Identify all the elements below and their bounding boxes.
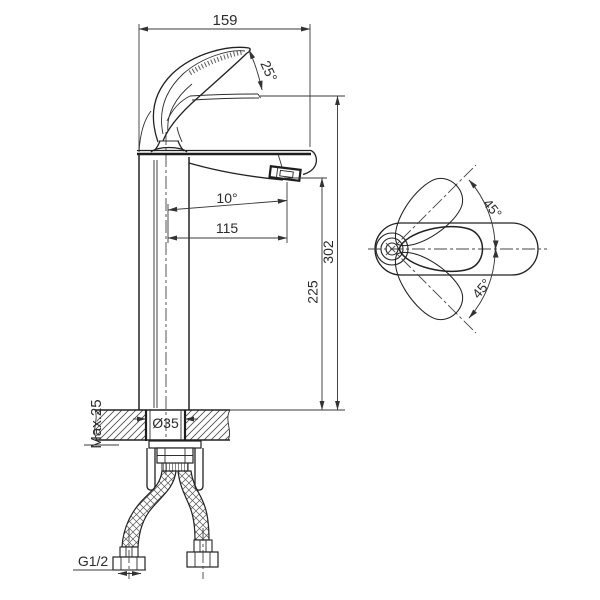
dim-handle-angle: 25° xyxy=(248,49,281,91)
dim-swing-down-label: 45° xyxy=(469,276,494,301)
countertop xyxy=(94,409,231,441)
dim-overall-height: 302 xyxy=(320,95,340,411)
handle-rotation-arc xyxy=(468,179,499,319)
faucet-body-cap xyxy=(137,110,318,176)
dim-thread-size: G1/2 xyxy=(73,553,146,576)
spout-underside xyxy=(188,162,284,181)
hose-connector xyxy=(161,462,189,472)
front-view: 159 25° 10° 115 302 225 xyxy=(73,12,345,579)
handle-axis-up xyxy=(385,164,477,256)
aerator xyxy=(268,164,302,183)
countertop-hatch-left xyxy=(95,410,146,440)
handle-grip-texture xyxy=(188,49,244,76)
dim-spout-tilt: 10° xyxy=(167,190,288,212)
dim-hole-diameter-label: Ø35 xyxy=(152,415,179,431)
aerator-leader xyxy=(277,153,283,168)
faucet-column xyxy=(138,155,284,410)
handle-top-view-down xyxy=(394,251,463,320)
mounting-flange xyxy=(148,440,202,449)
countertop-hatch-right xyxy=(185,410,230,440)
handle-lever xyxy=(152,46,261,143)
dim-counter-thickness: Max.25 xyxy=(84,399,119,449)
mounting-stud-left xyxy=(146,448,156,491)
supply-hose-left xyxy=(112,470,177,579)
mounting-hardware xyxy=(146,440,204,491)
dim-spout-height: 225 xyxy=(284,177,327,411)
handle-axis-down xyxy=(385,242,477,334)
dim-spout-height-label: 225 xyxy=(305,280,321,304)
dim-spout-tilt-label: 10° xyxy=(216,190,237,206)
supply-hose-right xyxy=(177,470,219,579)
dim-spout-reach: 115 xyxy=(167,182,288,243)
dim-swing-up-label: 45° xyxy=(480,196,505,221)
handle-top-view-center xyxy=(398,225,484,273)
dim-spout-reach-label: 115 xyxy=(216,220,239,236)
dim-counter-thickness-label: Max.25 xyxy=(88,399,105,448)
dim-handle-angle-label: 25° xyxy=(257,58,280,84)
handle-pedestal xyxy=(150,126,188,153)
top-view: 45° 45° xyxy=(368,164,547,334)
faucet-shank xyxy=(144,410,187,441)
dim-hole-diameter: Ø35 xyxy=(133,415,198,431)
dim-spout-width-label: 159 xyxy=(212,12,237,29)
mounting-stud-right xyxy=(194,448,204,491)
handle-top-view-up xyxy=(394,178,463,247)
dim-thread-size-label: G1/2 xyxy=(78,553,109,569)
hose-nut-right xyxy=(186,551,219,568)
dim-spout-width: 159 xyxy=(138,12,311,150)
